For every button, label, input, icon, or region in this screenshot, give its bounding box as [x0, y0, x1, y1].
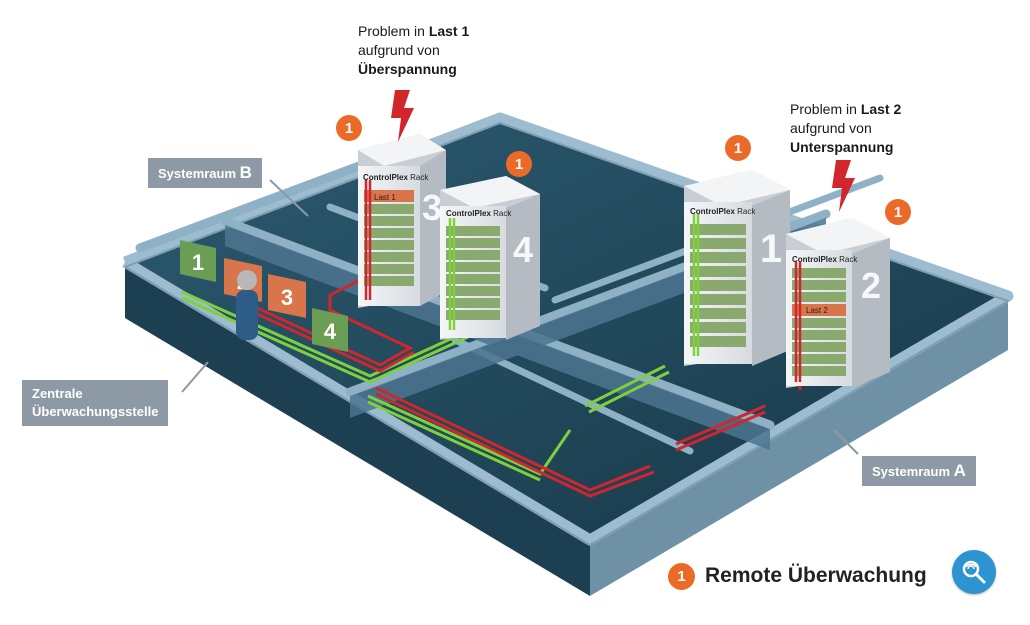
svg-text:1: 1 [734, 140, 742, 157]
remote-badge: 1 [885, 199, 911, 225]
lightning-bolt-icon [832, 160, 855, 212]
rack-brand: ControlPlex Rack [363, 173, 429, 182]
rack-number: 2 [861, 265, 881, 306]
monitor-tile-4: 4 [312, 308, 348, 352]
legend-badge: 1 [668, 562, 695, 590]
legend-text: Remote Überwachung [705, 564, 927, 587]
search-button[interactable] [952, 550, 996, 594]
rack-2: ControlPlex Rack Last 2 2 [786, 218, 890, 388]
remote-badge: 1 [506, 151, 532, 177]
svg-text:1: 1 [345, 120, 353, 137]
rack-number: 4 [513, 229, 533, 270]
rack-brand: ControlPlex Rack [690, 207, 756, 216]
lightning-bolt-icon [391, 90, 414, 142]
rack-brand: ControlPlex Rack [792, 255, 858, 264]
search-wifi-icon [962, 560, 986, 584]
rack-load-label: Last 1 [374, 193, 396, 202]
rack-3: ControlPlex Rack Last 1 3 [358, 134, 446, 308]
remote-badge: 1 [336, 115, 362, 141]
rack-number: 1 [760, 227, 782, 271]
monitor-tile-label: 4 [324, 319, 337, 344]
remote-badge: 1 [725, 135, 751, 161]
rack-load-label: Last 2 [806, 306, 828, 315]
operator-figure [236, 270, 258, 340]
label-systemraum-b: Systemraum B [148, 158, 262, 188]
svg-text:1: 1 [894, 204, 902, 221]
rack-4: ControlPlex Rack 4 [440, 176, 540, 340]
monitor-tile-3: 3 [268, 274, 306, 318]
monitor-tile-1: 1 [180, 240, 216, 282]
legend: 1 Remote Überwachung [668, 560, 927, 592]
label-zentrale: Zentrale Überwachungsstelle [22, 380, 169, 426]
rack-1: ControlPlex Rack 1 [684, 170, 790, 366]
callout-last2: Problem in Last 2 aufgrund von Unterspan… [790, 101, 902, 155]
label-systemraum-a: Systemraum A [862, 456, 976, 486]
callout-last1: Problem in Last 1 aufgrund von Überspann… [358, 23, 470, 77]
monitor-tile-label: 1 [192, 250, 204, 275]
label-leader-lines [181, 179, 859, 455]
rack-brand: ControlPlex Rack [446, 209, 512, 218]
svg-text:1: 1 [515, 156, 523, 173]
monitor-tile-label: 3 [281, 285, 293, 310]
rack-number: 3 [422, 187, 442, 228]
